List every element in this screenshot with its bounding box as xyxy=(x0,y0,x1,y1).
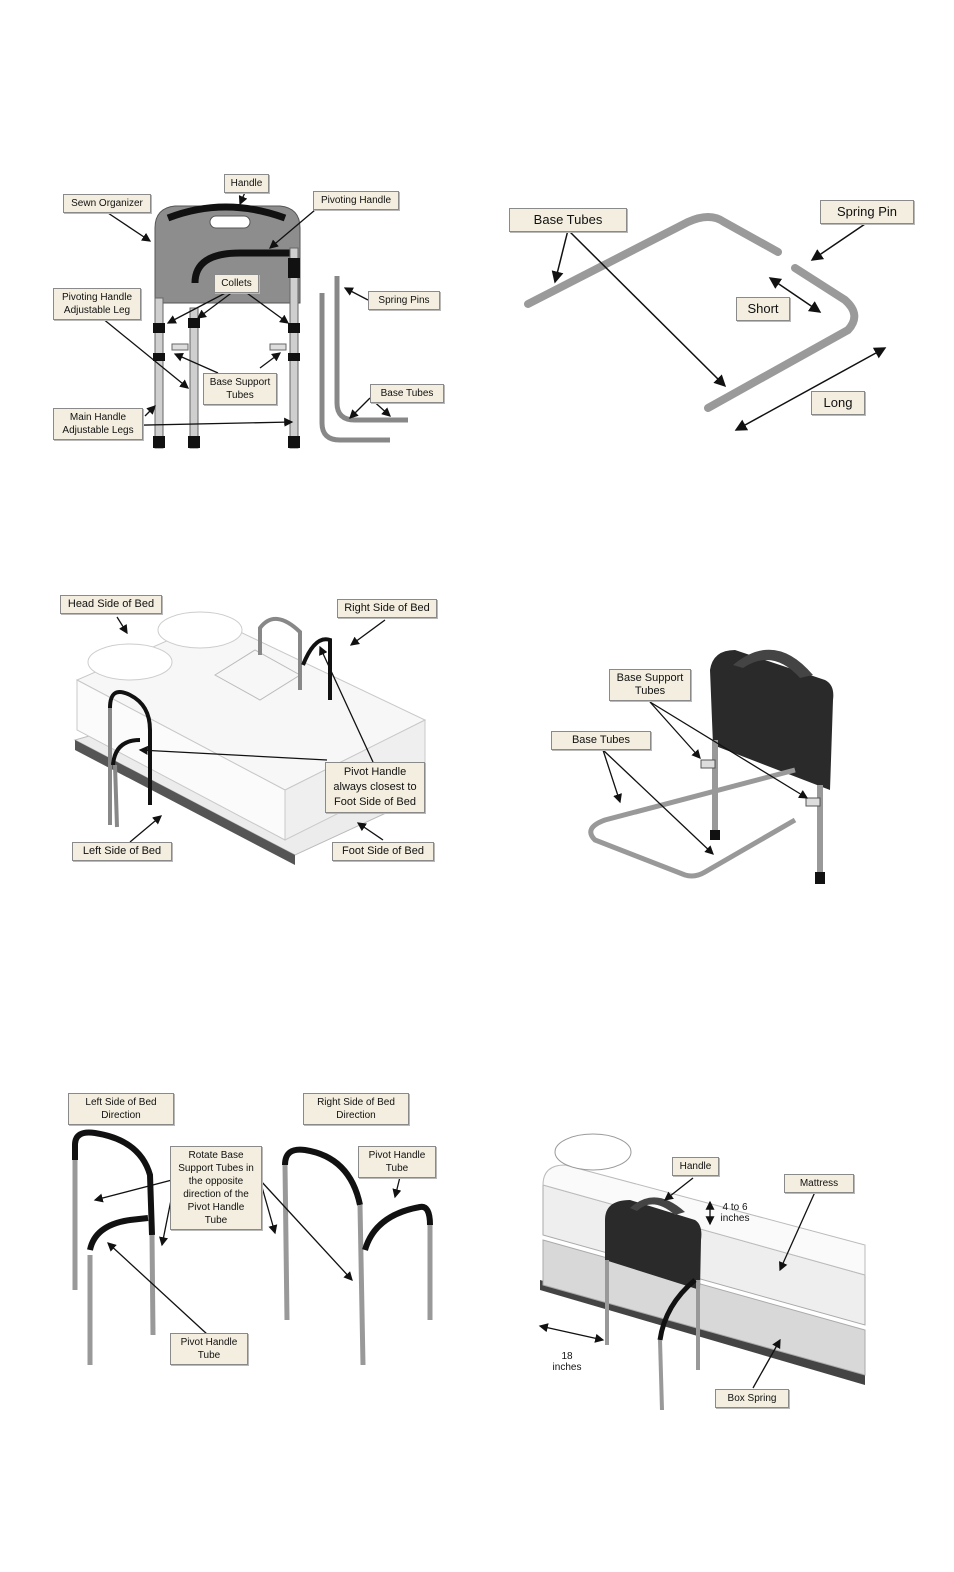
label-spring-pins: Spring Pins xyxy=(368,291,440,310)
parts-illustration xyxy=(99,189,408,449)
base-tubes-illustration xyxy=(524,213,887,431)
label-pivot-handle-tube-right: Pivot Handle Tube xyxy=(358,1146,436,1178)
label-base-support-tubes: Base Support Tubes xyxy=(203,373,277,405)
figure-parts-overview: Sewn Organizer Handle Pivoting Handle Pi… xyxy=(50,168,450,468)
label-box-spring: Box Spring xyxy=(715,1389,789,1408)
figure-assembled-base: Base Support Tubes Base Tubes xyxy=(545,640,845,895)
figure-bed-orientation: Head Side of Bed Right Side of Bed Pivot… xyxy=(55,590,450,870)
label-right-side-of-bed: Right Side of Bed xyxy=(337,599,437,618)
label-rotate-note: Rotate Base Support Tubes in the opposit… xyxy=(170,1146,262,1230)
label-base-support-tubes: Base Support Tubes xyxy=(609,669,691,701)
label-collets: Collets xyxy=(214,274,259,293)
label-main-handle-adjustable-legs: Main Handle Adjustable Legs xyxy=(53,408,143,440)
label-base-tubes: Base Tubes xyxy=(509,208,627,232)
label-handle: Handle xyxy=(224,174,269,193)
label-base-tubes: Base Tubes xyxy=(370,384,444,403)
label-pivot-handle-note: Pivot Handle always closest to Foot Side… xyxy=(325,762,425,813)
label-long: Long xyxy=(811,391,865,415)
figure-base-tubes: Base Tubes Spring Pin Short Long xyxy=(500,190,920,440)
label-head-side-of-bed: Head Side of Bed xyxy=(60,595,162,614)
label-pivoting-handle-adjustable-leg: Pivoting Handle Adjustable Leg xyxy=(53,288,141,320)
assembled-illustration xyxy=(588,649,834,884)
label-distance: 18 inches xyxy=(552,1351,582,1373)
direction-illustration xyxy=(72,1129,433,1366)
label-pivoting-handle: Pivoting Handle xyxy=(313,191,399,210)
label-short: Short xyxy=(736,297,790,321)
bed-illustration xyxy=(73,611,427,865)
label-sewn-organizer: Sewn Organizer xyxy=(63,194,151,213)
label-handle: Handle xyxy=(672,1157,719,1176)
label-right-side-direction: Right Side of Bed Direction xyxy=(303,1093,409,1125)
label-mattress: Mattress xyxy=(784,1174,854,1193)
figure-bed-placement: Handle Mattress 4 to 6 inches 18 inches … xyxy=(535,1130,875,1415)
label-pivot-handle-tube-left: Pivot Handle Tube xyxy=(170,1333,248,1365)
label-gap: 4 to 6 inches xyxy=(720,1202,750,1224)
label-base-tubes: Base Tubes xyxy=(551,731,651,750)
label-left-side-direction: Left Side of Bed Direction xyxy=(68,1093,174,1125)
label-left-side-of-bed: Left Side of Bed xyxy=(72,842,172,861)
figure-direction: Left Side of Bed Direction Right Side of… xyxy=(60,1085,450,1375)
placement-illustration xyxy=(538,1133,866,1411)
label-foot-side-of-bed: Foot Side of Bed xyxy=(332,842,434,861)
label-spring-pin: Spring Pin xyxy=(820,200,914,224)
